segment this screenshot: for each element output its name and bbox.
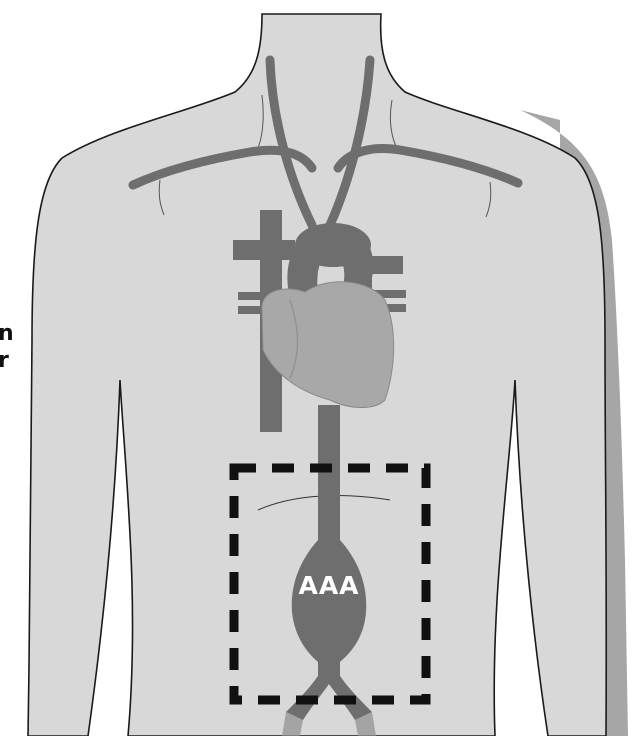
aortic-arch-top xyxy=(295,223,371,267)
aneurysm-label: AAA xyxy=(298,571,359,600)
pulmonary-branch-left-1 xyxy=(233,240,295,260)
descending-aorta xyxy=(318,405,340,545)
clipped-text-line-2: r xyxy=(0,348,9,373)
clipped-text-line-1: n xyxy=(0,321,14,346)
